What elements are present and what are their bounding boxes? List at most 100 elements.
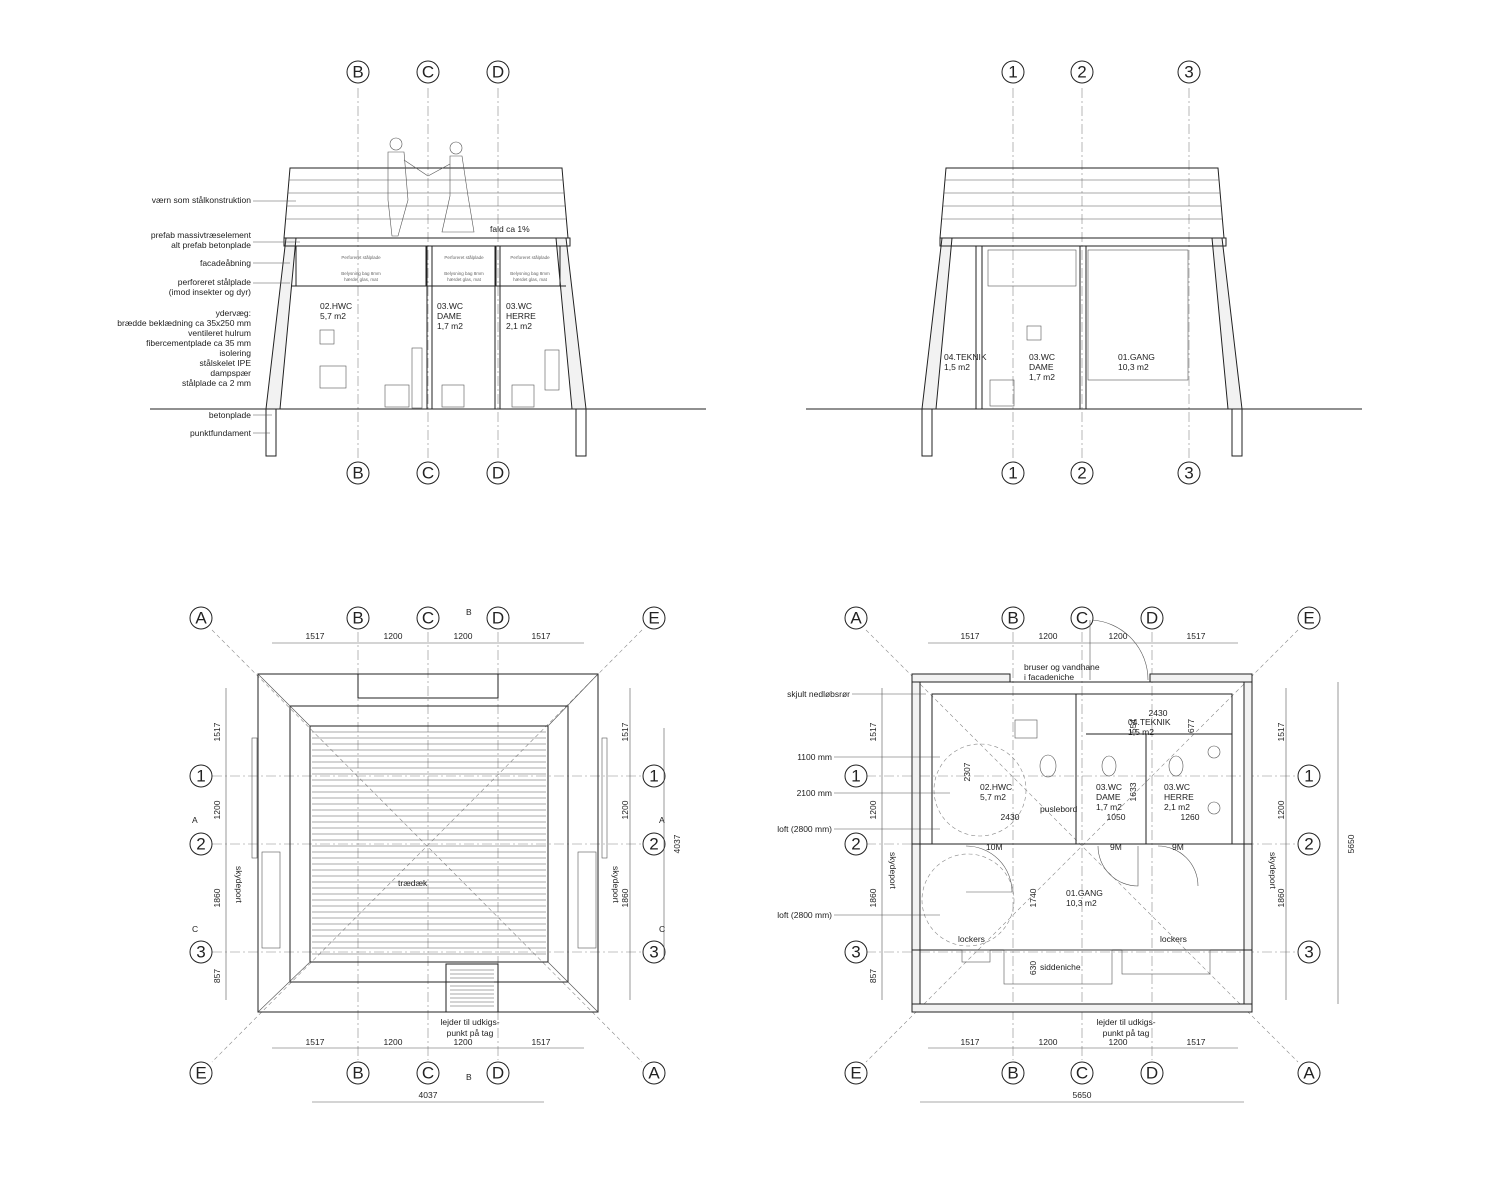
svg-text:perforeret stålplade: perforeret stålplade bbox=[178, 277, 252, 287]
floor-plan: A E E A B C D B C D 1 2 3 1 2 3 bbox=[777, 606, 1356, 1103]
roof-dim-bottom: 1517 1200 1200 1517 4037 bbox=[272, 1037, 584, 1103]
svg-text:C: C bbox=[422, 63, 434, 82]
panel-text-8: Belysning bag 8mm bbox=[510, 271, 550, 276]
svg-text:857: 857 bbox=[868, 969, 878, 983]
svg-text:1517: 1517 bbox=[961, 631, 980, 641]
svg-text:E: E bbox=[195, 1064, 206, 1083]
grid-bubble-2-bottom: 2 bbox=[1070, 461, 1094, 485]
svg-text:2: 2 bbox=[649, 835, 658, 854]
cut-a-left: A bbox=[192, 815, 198, 825]
lockers-label-left: lockers bbox=[958, 934, 985, 944]
svg-text:1200: 1200 bbox=[1109, 631, 1128, 641]
roof-bubble-e-tr: E bbox=[642, 606, 666, 630]
svg-text:2: 2 bbox=[851, 835, 860, 854]
roof-bubble-2-right: 2 bbox=[642, 832, 666, 856]
svg-text:D: D bbox=[492, 609, 504, 628]
room-area-teknik: 1,5 m2 bbox=[944, 362, 970, 372]
svg-text:skjult nedløbsrør: skjult nedløbsrør bbox=[787, 689, 850, 699]
floor-bubble-c-bottom: C bbox=[1070, 1061, 1094, 1085]
floor-bubble-1-right: 1 bbox=[1297, 764, 1321, 788]
floor-dim-left: 1517 1200 1860 857 bbox=[868, 688, 883, 1000]
svg-text:1860: 1860 bbox=[212, 888, 222, 907]
door-wc-herre bbox=[1157, 845, 1199, 887]
svg-text:1517: 1517 bbox=[532, 631, 551, 641]
floor-bubble-d-bottom: D bbox=[1140, 1061, 1164, 1085]
lockers-label-right: lockers bbox=[1160, 934, 1187, 944]
grid-bubble-c-top: C bbox=[416, 60, 440, 84]
svg-text:1200: 1200 bbox=[212, 800, 222, 819]
svg-text:B: B bbox=[352, 1064, 363, 1083]
plan-room-wc-herre-area: 2,1 m2 bbox=[1164, 802, 1190, 812]
roof-dim-left: 1517 1200 1860 857 bbox=[212, 688, 227, 1000]
svg-text:A: A bbox=[195, 609, 207, 628]
cut-b-bottom: B bbox=[466, 1072, 472, 1082]
svg-text:1200: 1200 bbox=[454, 1037, 473, 1047]
svg-text:1200: 1200 bbox=[454, 631, 473, 641]
svg-text:1200: 1200 bbox=[1039, 1037, 1058, 1047]
changing-table-label: puslebord bbox=[1040, 804, 1078, 814]
svg-text:E: E bbox=[648, 609, 659, 628]
roof-bubble-b-bottom: B bbox=[346, 1061, 370, 1085]
svg-text:1200: 1200 bbox=[384, 1037, 403, 1047]
svg-text:1: 1 bbox=[851, 767, 860, 786]
svg-text:1: 1 bbox=[649, 767, 658, 786]
floor-bubble-a-br: A bbox=[1297, 1061, 1321, 1085]
panel-text-6: hærdet glas, mat bbox=[447, 277, 482, 282]
floor-bubble-e-bl: E bbox=[844, 1061, 868, 1085]
plan-room-wc-herre-sub: HERRE bbox=[1164, 792, 1194, 802]
grid-bubble-2-top: 2 bbox=[1070, 60, 1094, 84]
svg-text:B: B bbox=[1007, 1064, 1018, 1083]
svg-text:stålplade ca 2 mm: stålplade ca 2 mm bbox=[182, 378, 251, 388]
svg-text:punktfundament: punktfundament bbox=[190, 428, 252, 438]
svg-text:ventileret hulrum: ventileret hulrum bbox=[188, 328, 251, 338]
svg-text:A: A bbox=[850, 609, 862, 628]
shower-label-1: bruser og vandhane bbox=[1024, 662, 1100, 672]
plan-ladder-label-2: punkt på tag bbox=[1103, 1028, 1150, 1038]
grid-bubble-b-bottom: B bbox=[346, 461, 370, 485]
roof-bubble-e-bl: E bbox=[189, 1061, 213, 1085]
room-area-wc-herre: 2,1 m2 bbox=[506, 321, 532, 331]
grid-bubble-d-top: D bbox=[486, 60, 510, 84]
svg-text:facadeåbning: facadeåbning bbox=[200, 258, 251, 268]
grid-bubble-b-top: B bbox=[346, 60, 370, 84]
plan-room-gang-area: 10,3 m2 bbox=[1066, 898, 1097, 908]
svg-text:2100 mm: 2100 mm bbox=[797, 788, 832, 798]
svg-text:1860: 1860 bbox=[1276, 888, 1286, 907]
svg-text:1200: 1200 bbox=[1276, 800, 1286, 819]
svg-text:1200: 1200 bbox=[1109, 1037, 1128, 1047]
roof-bubble-c-top: C bbox=[416, 606, 440, 630]
svg-text:D: D bbox=[492, 464, 504, 483]
svg-text:677: 677 bbox=[1186, 719, 1196, 733]
door-tag-3: 9M bbox=[1172, 842, 1184, 852]
floor-bubble-3-right: 3 bbox=[1297, 940, 1321, 964]
svg-text:3: 3 bbox=[1184, 63, 1193, 82]
floor-wall-left bbox=[911, 673, 921, 1013]
floor-dim-top: 1517 1200 1200 1517 bbox=[928, 631, 1238, 644]
svg-text:værn som stålkonstruktion: værn som stålkonstruktion bbox=[152, 195, 251, 205]
room-name-teknik: 04.TEKNIK bbox=[944, 352, 987, 362]
svg-text:(imod insekter og dyr): (imod insekter og dyr) bbox=[169, 287, 251, 297]
svg-text:betonplade: betonplade bbox=[209, 410, 251, 420]
cut-c-right: C bbox=[659, 924, 665, 934]
room-sub-wc-dame: DAME bbox=[437, 311, 462, 321]
roof-bubble-2-left: 2 bbox=[189, 832, 213, 856]
svg-text:1517: 1517 bbox=[868, 722, 878, 741]
cut-c-left: C bbox=[192, 924, 198, 934]
plan-gate-label-left: skydeport bbox=[888, 852, 898, 889]
room-area-wc-dame: 1,7 m2 bbox=[437, 321, 463, 331]
ladder bbox=[445, 963, 499, 1013]
svg-text:brædde beklædning ca 35x250 mm: brædde beklædning ca 35x250 mm bbox=[117, 318, 251, 328]
slope-label: fald ca 1% bbox=[490, 224, 530, 234]
roof-bubble-3-right: 3 bbox=[642, 940, 666, 964]
plan-room-hwc: 02.HWC bbox=[980, 782, 1012, 792]
floor-bubble-d-top: D bbox=[1140, 606, 1164, 630]
floor-bubble-b-top: B bbox=[1001, 606, 1025, 630]
svg-text:630: 630 bbox=[1028, 961, 1038, 975]
floor-bubble-2-right: 2 bbox=[1297, 832, 1321, 856]
ladder-label-1: lejder til udkigs- bbox=[440, 1017, 499, 1027]
svg-text:fibercementplade ca 35 mm: fibercementplade ca 35 mm bbox=[146, 338, 251, 348]
bench-label: siddeniche bbox=[1040, 962, 1081, 972]
svg-text:1200: 1200 bbox=[384, 631, 403, 641]
floor-bubble-c-top: C bbox=[1070, 606, 1094, 630]
svg-text:3: 3 bbox=[851, 943, 860, 962]
